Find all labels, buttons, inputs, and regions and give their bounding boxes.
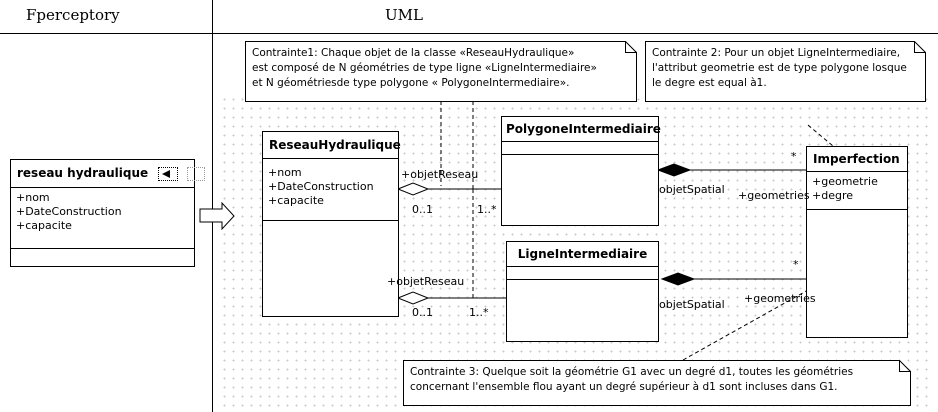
attr-dateconstruction: +DateConstruction [268,180,374,193]
attribute-list: +nom +DateConstruction +capacite [263,159,398,211]
note-line: l'attribut geometrie est de type polygon… [652,62,907,74]
role-objetspatial-bottom: objetSpatial [659,298,725,311]
note-line: concernant l'ensemble flou ayant un degr… [410,381,838,393]
mult-1star-bottom: 1..* [469,306,489,319]
note-line: Contrainte1: Chaque objet de la classe «… [252,47,575,59]
attribute-list: +nom +DateConstruction +capacite [11,188,194,236]
class-title: ReseauHydraulique [263,132,401,159]
column-divider [212,0,213,412]
note-line: et N géométriesde type polygone « Polygo… [252,77,570,89]
attr-capacite: +capacite [268,194,324,207]
note-shape [245,41,637,102]
class-reseau-hydraulique-perceptory[interactable]: reseau hydraulique +nom +DateConstructio… [10,159,205,267]
role-geometries-bottom: +geometries [744,292,816,305]
role-objetreseau-top: +objetReseau [401,168,479,181]
geometry-icon [186,166,205,181]
class-separator [502,154,658,155]
note-contrainte-1[interactable]: Contrainte1: Chaque objet de la classe «… [245,41,637,102]
role-objetspatial-top: objetSpatial [659,183,725,196]
aggregation-top [396,182,430,196]
note-line: Contrainte 3: Quelque soit la géométrie … [410,366,854,378]
class-title: Imperfection [807,147,907,172]
class-reseau-hydraulique[interactable]: ReseauHydraulique +nom +DateConstruction… [262,131,401,317]
class-separator [507,279,658,280]
aggregation-bottom [396,291,430,305]
class-ligne-intermediaire[interactable]: LigneIntermediaire [506,241,659,342]
mult-01-bottom: 0..1 [412,306,433,319]
mult-star-bottom: * [793,258,799,271]
class-separator [11,248,194,249]
attr-nom: +nom [268,166,302,179]
class-imperfection[interactable]: Imperfection +geometrie +degre [806,146,908,338]
header-fperceptory: Fperceptory [26,6,120,24]
mult-star-top: * [791,150,797,163]
class-separator [263,220,398,221]
note-line: est composé de N géométries de type lign… [252,62,597,74]
note-shape [403,360,911,406]
class-polygone-intermediaire[interactable]: PolygoneIntermediaire [501,116,661,226]
class-title: PolygoneIntermediaire [502,117,661,142]
attr-geometrie: +geometrie [812,175,878,188]
header-divider [0,33,938,34]
transform-arrow [199,201,235,231]
role-geometries-top: +geometries [738,189,810,202]
mult-01-top: 0..1 [412,203,433,216]
attr-nom: +nom [16,190,50,204]
note-line: le degre est equal à1. [652,77,767,89]
attr-capacite: +capacite [16,218,72,232]
note-contrainte-2[interactable]: Contrainte 2: Pour un objet LigneInterme… [645,41,926,102]
attr-degre: +degre [812,189,853,202]
attribute-list: +geometrie +degre [807,172,907,206]
note-shape [645,41,926,102]
note-contrainte-3[interactable]: Contrainte 3: Quelque soit la géométrie … [403,360,911,406]
role-objetreseau-bottom: +objetReseau [387,275,465,288]
composition-top [656,163,692,177]
note-line: Contrainte 2: Pour un objet LigneInterme… [652,47,901,59]
network-icon [158,166,179,181]
header-uml: UML [385,6,423,24]
mult-1star-top: 1..* [477,203,497,216]
class-title: LigneIntermediaire [507,242,658,267]
composition-bottom [660,272,696,286]
class-separator [807,209,907,210]
class-title: reseau hydraulique [17,166,149,180]
attr-dateconstruction: +DateConstruction [16,204,122,218]
